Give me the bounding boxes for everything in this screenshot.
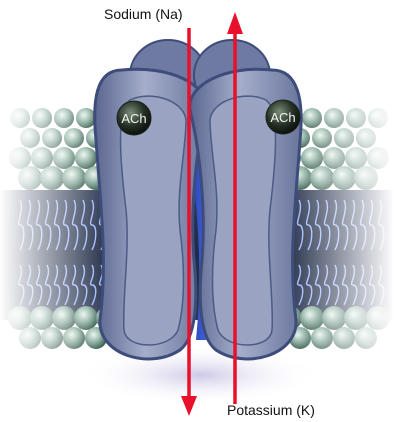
ach-right: ACh xyxy=(266,100,300,134)
potassium-label: Potassium (K) xyxy=(227,402,315,418)
ach-right-label: ACh xyxy=(270,110,295,125)
sodium-label: Sodium (Na) xyxy=(104,6,183,22)
ach-left-label: ACh xyxy=(121,111,146,126)
channel-shadow xyxy=(80,345,320,405)
sodium-arrowhead xyxy=(181,396,197,416)
potassium-arrowhead xyxy=(227,12,243,34)
ach-left: ACh xyxy=(117,101,151,135)
